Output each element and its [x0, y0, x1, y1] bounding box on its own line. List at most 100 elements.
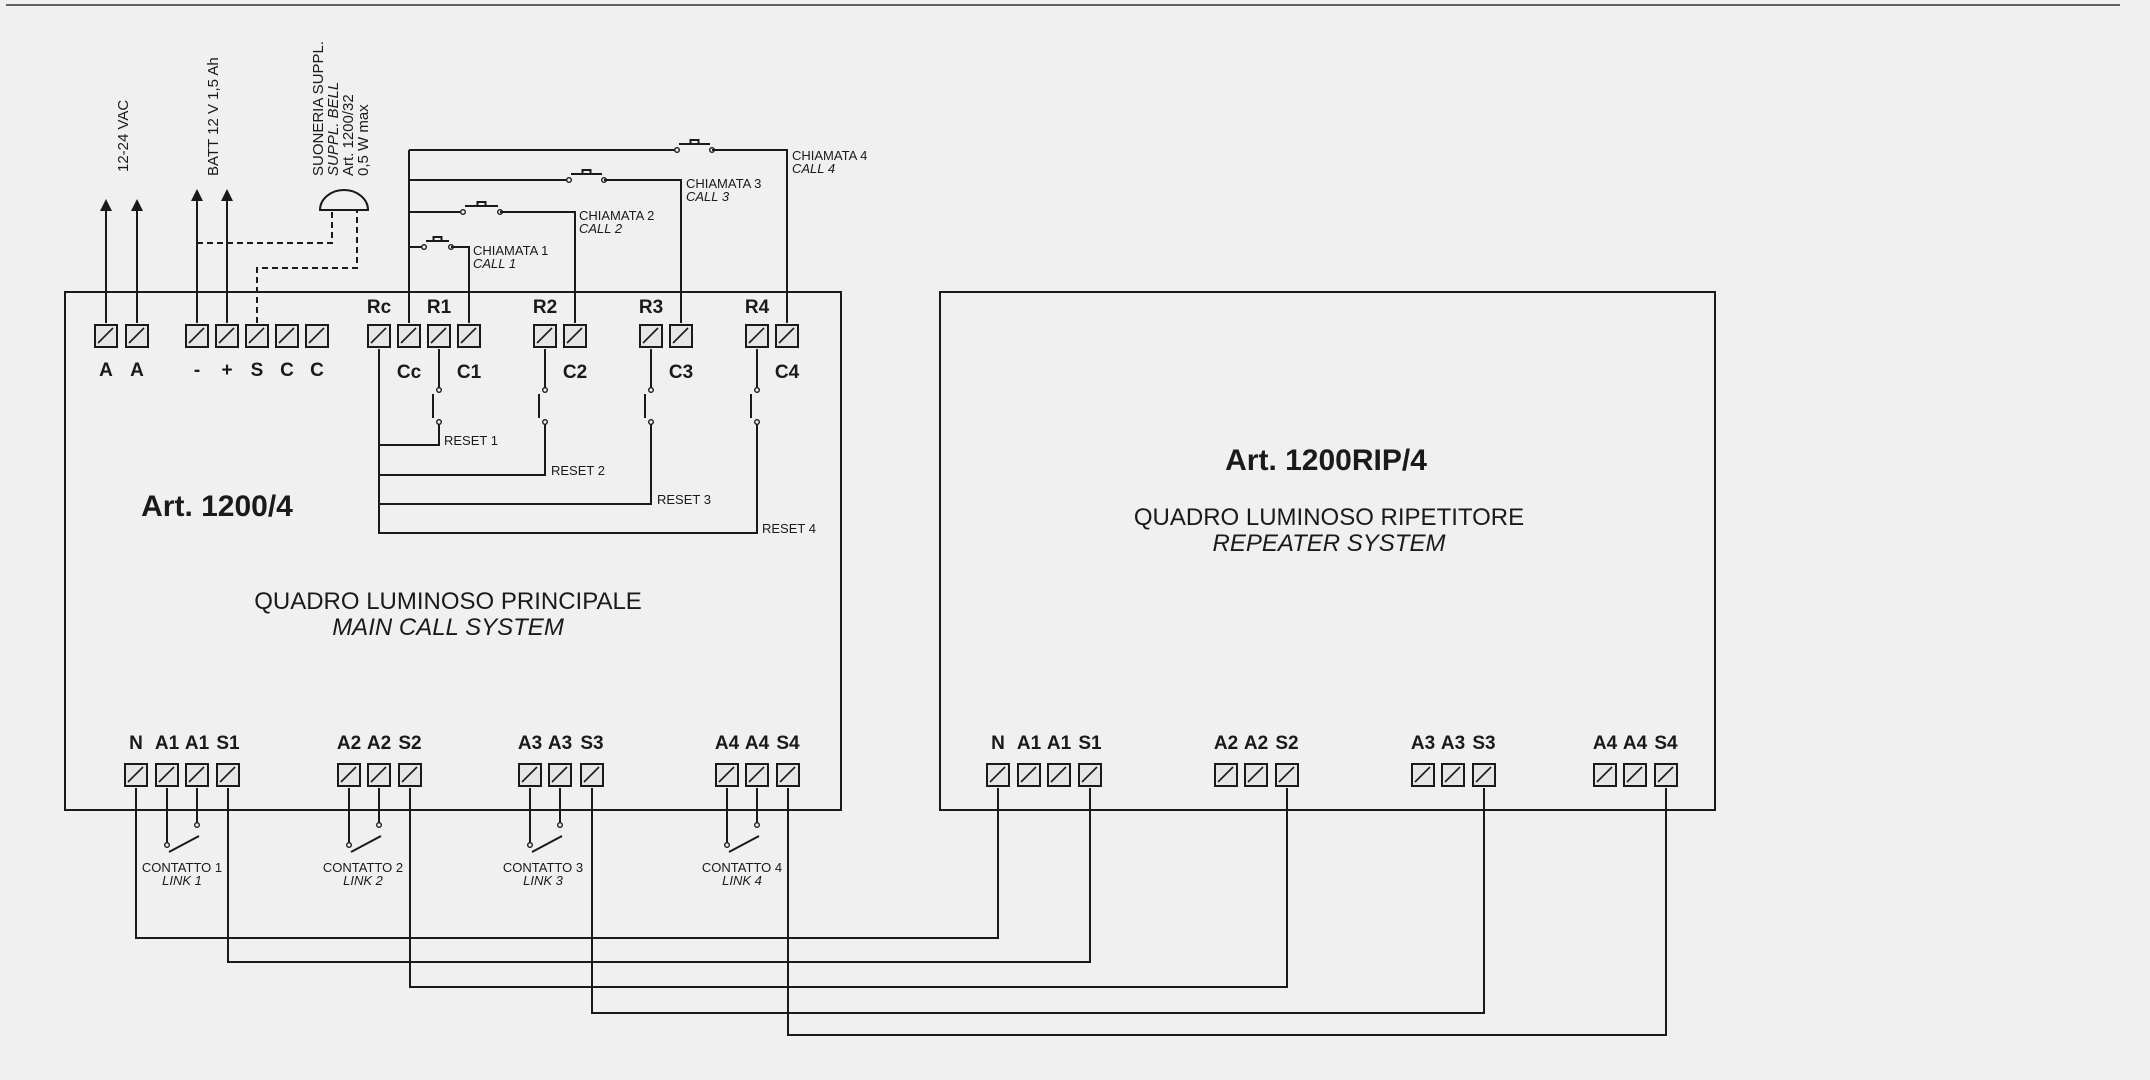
- reset-1-label: RESET 1: [444, 433, 498, 448]
- contact-point: [527, 842, 534, 849]
- call-1-label: CHIAMATA 1: [473, 243, 548, 258]
- terminal: [215, 324, 239, 348]
- contact-point: [421, 243, 428, 250]
- interconnect-S2: [409, 788, 1288, 988]
- terminal: [185, 324, 209, 348]
- power-terminal-label: C: [310, 360, 324, 381]
- terminal: [669, 324, 693, 348]
- battery-label: BATT 12 V 1,5 Ah: [205, 57, 222, 176]
- terminal: [986, 763, 1010, 787]
- contact-point: [542, 419, 549, 426]
- wires: [100, 139, 1667, 1036]
- call-wire: [712, 149, 788, 323]
- bell-label-line-3: Art. 1200/32: [340, 94, 357, 176]
- call-terminal-label: C1: [457, 362, 482, 383]
- contact-point: [436, 387, 443, 394]
- contact-point: [566, 176, 573, 183]
- call-wire: [451, 246, 470, 323]
- interconnect-S1: [227, 788, 1091, 963]
- repeater-terminal-label: S1: [1078, 733, 1102, 754]
- reset-wire: [379, 424, 758, 534]
- power-terminal-label: C: [280, 360, 294, 381]
- bottom-terminal-label: S4: [776, 733, 800, 754]
- terminal: [775, 324, 799, 348]
- link-2-label-en: LINK 2: [343, 873, 384, 888]
- bottom-terminal-label: A1: [185, 733, 210, 754]
- call-terminal-label: C2: [563, 362, 587, 383]
- link-switch-blade: [531, 835, 563, 853]
- call-terminal-label: R1: [427, 297, 452, 318]
- terminal: [548, 763, 572, 787]
- link-switch-blade: [168, 835, 200, 853]
- repeater-terminal-label: A3: [1411, 733, 1435, 754]
- contact-point: [674, 146, 681, 153]
- repeater-unit-subtitle: REPEATER SYSTEM: [1213, 530, 1446, 557]
- link-switch-blade: [728, 835, 760, 853]
- call-terminal-label: Rc: [367, 297, 392, 318]
- terminal: [518, 763, 542, 787]
- bottom-terminal-label: A3: [518, 733, 542, 754]
- terminal: [533, 324, 557, 348]
- link-switch-blade: [350, 835, 382, 853]
- contact-point: [754, 419, 761, 426]
- terminal: [1244, 763, 1268, 787]
- bottom-terminal-label: A2: [367, 733, 391, 754]
- link-1-label: CONTATTO 1: [142, 860, 222, 875]
- call-terminal-label: C4: [775, 362, 800, 383]
- contact-point: [346, 842, 353, 849]
- link-1-label-en: LINK 1: [162, 873, 202, 888]
- call-button-knob: [432, 236, 443, 241]
- bottom-terminal-label: A2: [337, 733, 361, 754]
- terminal: [275, 324, 299, 348]
- terminal: [1047, 763, 1071, 787]
- call-3-label-en: CALL 3: [686, 189, 730, 204]
- terminal: [1472, 763, 1496, 787]
- reset-wire: [379, 424, 546, 476]
- terminal: [1078, 763, 1102, 787]
- repeater-terminal-label: S2: [1275, 733, 1298, 754]
- interconnect-S3: [591, 788, 1485, 1014]
- bell-label-line-4: 0,5 W max: [355, 104, 372, 176]
- vac-label: 12-24 VAC: [115, 100, 132, 172]
- link-3-label: CONTATTO 3: [503, 860, 583, 875]
- power-terminal-label: S: [251, 360, 264, 381]
- terminal: [398, 763, 422, 787]
- power-terminal-label: A: [99, 360, 113, 381]
- terminal: [367, 763, 391, 787]
- call-terminal-label: R4: [745, 297, 770, 318]
- terminal: [245, 324, 269, 348]
- bottom-terminal-label: A4: [715, 733, 740, 754]
- terminal: [1214, 763, 1238, 787]
- repeater-terminal-label: A4: [1593, 733, 1618, 754]
- call-wire: [500, 211, 576, 323]
- terminal-blocks: [94, 324, 1678, 787]
- contact-point: [376, 822, 383, 829]
- bell-icon: [318, 189, 370, 211]
- bell-dashed-wire-1: [197, 210, 333, 244]
- reset-2-label: RESET 2: [551, 463, 605, 478]
- reset-4-label: RESET 4: [762, 521, 816, 536]
- bottom-terminal-label: S1: [216, 733, 240, 754]
- bottom-terminal-label: S3: [580, 733, 603, 754]
- terminal: [337, 763, 361, 787]
- terminal: [457, 324, 481, 348]
- repeater-terminal-label: A2: [1244, 733, 1268, 754]
- call-terminal-label: R2: [533, 297, 557, 318]
- power-terminal-label: -: [194, 360, 200, 381]
- contact-point: [648, 387, 655, 394]
- repeater-terminal-label: S4: [1654, 733, 1678, 754]
- call-terminal-label: R3: [639, 297, 663, 318]
- call-button-knob: [689, 139, 700, 144]
- bell-label-line-1: SUONERIA SUPPL.: [310, 41, 327, 176]
- repeater-terminal-label: A1: [1017, 733, 1042, 754]
- terminal: [745, 763, 769, 787]
- bell-label-line-2: SUPPL. BELL: [325, 82, 342, 176]
- call-wire: [604, 179, 682, 323]
- repeater-unit-box: [939, 291, 1716, 811]
- bottom-terminal-label: S2: [398, 733, 421, 754]
- reset-3-label: RESET 3: [657, 492, 711, 507]
- terminal: [563, 324, 587, 348]
- contact-point: [436, 419, 443, 426]
- terminal: [1441, 763, 1465, 787]
- contact-point: [724, 842, 731, 849]
